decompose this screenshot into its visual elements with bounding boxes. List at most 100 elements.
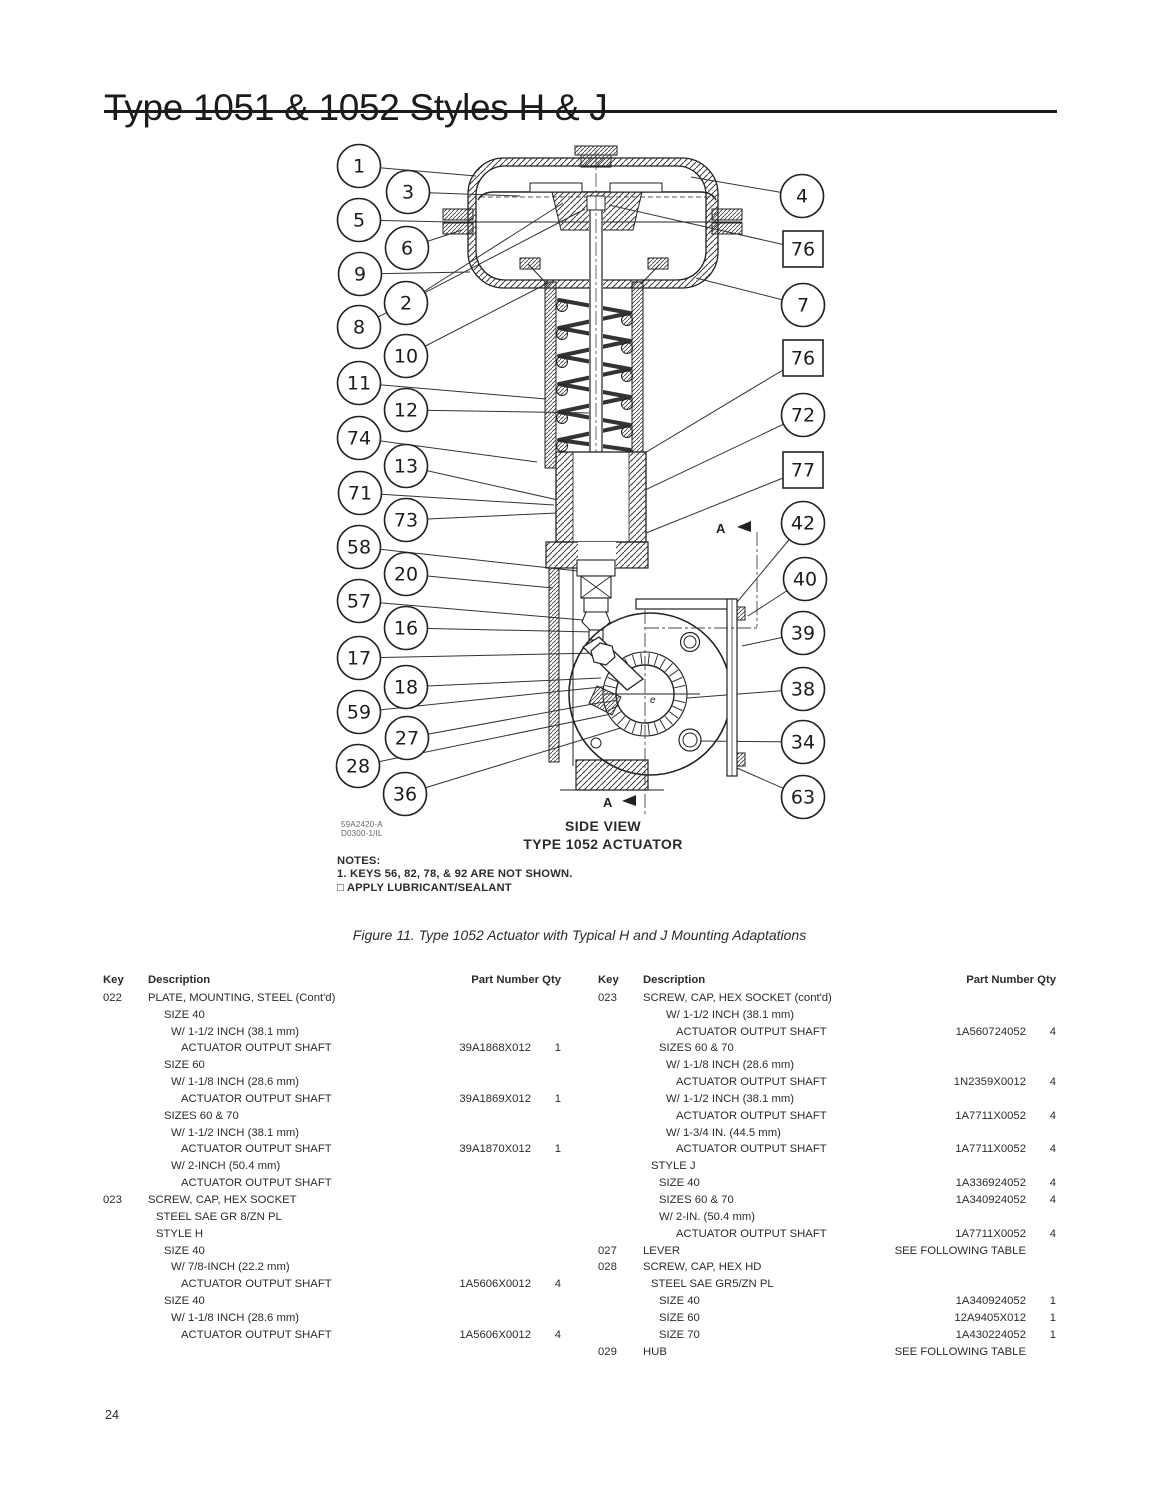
qty-cell: 4: [554, 1278, 561, 1291]
qty-cell: [1030, 1259, 1056, 1276]
callout-circle-2: [383, 280, 429, 326]
callout-circle-27: [384, 715, 430, 761]
callout-balloons: 1356928101112741371735820571617185927283…: [335, 143, 828, 820]
callout-number: 57: [347, 591, 371, 613]
key-cell: 022: [103, 991, 122, 1004]
description-cell: SIZE 40: [164, 1244, 205, 1257]
parts-row: SIZES 60 & 70: [103, 1108, 561, 1125]
part-number-cell: 1A7711X0052: [955, 1227, 1026, 1240]
description-cell: SIZES 60 & 70: [659, 1193, 734, 1206]
qty-cell: [535, 1108, 561, 1125]
key-cell: [103, 1276, 148, 1293]
callout-number: 36: [393, 784, 417, 806]
part-number-cell: [431, 1074, 535, 1091]
parts-row: STYLE J: [598, 1158, 1056, 1175]
leader-line: [405, 465, 559, 501]
qty-cell: 1: [554, 1092, 561, 1105]
figure-notes: NOTES: 1. KEYS 56, 82, 78, & 92 ARE NOT …: [337, 855, 573, 895]
callout-number: 28: [346, 756, 370, 778]
part-number-cell: 39A1868X012: [459, 1042, 531, 1055]
parts-row: W/ 1-1/8 INCH (28.6 mm): [103, 1310, 561, 1327]
key-cell: [598, 1108, 643, 1125]
qty-cell: 4: [1049, 1025, 1056, 1038]
description-cell: W/ 2-IN. (50.4 mm): [659, 1210, 756, 1223]
key-cell: [598, 1074, 643, 1091]
callout-number: 27: [395, 728, 419, 750]
callout-number: 39: [791, 623, 815, 645]
description-cell: W/ 1-3/4 IN. (44.5 mm): [666, 1126, 781, 1139]
parts-row: W/ 7/8-INCH (22.2 mm): [103, 1259, 561, 1276]
section-marker-bottom: A: [603, 795, 613, 810]
callout-circle-20: [383, 551, 429, 597]
description-cell: W/ 1-1/2 INCH (38.1 mm): [171, 1025, 300, 1038]
callout-circle-7: [780, 282, 826, 328]
part-number-cell: [431, 1024, 535, 1041]
figure-caption: Figure 11. Type 1052 Actuator with Typic…: [352, 927, 807, 943]
callout-number: 76: [791, 239, 815, 261]
qty-cell: [1030, 1125, 1056, 1142]
description-cell: W/ 1-1/8 INCH (28.6 mm): [666, 1059, 795, 1072]
parts-row: STEEL SAE GR 8/ZN PL: [103, 1209, 561, 1226]
description-cell: STEEL SAE GR5/ZN PL: [651, 1278, 774, 1291]
parts-table-header: Key Description Part Number Qty: [598, 972, 1056, 989]
key-cell: [598, 1007, 643, 1024]
part-number-cell: 1N2359X0012: [953, 1076, 1026, 1089]
leader-line: [358, 600, 584, 621]
callout-circle-8: [336, 304, 382, 350]
description-cell: ACTUATOR OUTPUT SHAFT: [676, 1143, 827, 1156]
callout-circle-57: [336, 578, 382, 624]
part-number-cell: [926, 1158, 1030, 1175]
key-cell: [103, 1074, 148, 1091]
callout-number: 12: [394, 400, 418, 422]
callout-number: 59: [347, 702, 371, 724]
description-cell: HUB: [643, 1345, 667, 1358]
part-number-cell: [431, 1192, 535, 1209]
part-number-cell: 1A560724052: [955, 1025, 1026, 1038]
leader-line: [405, 627, 595, 633]
header-description: Description: [148, 974, 211, 986]
key-cell: [598, 1057, 643, 1074]
key-cell: [598, 1310, 643, 1327]
key-cell: 027: [598, 1244, 617, 1257]
callout-number: 17: [347, 648, 371, 670]
callout-circle-12: [383, 387, 429, 433]
key-cell: [598, 1276, 643, 1293]
leader-line: [623, 414, 804, 501]
part-number-cell: 1A430224052: [955, 1328, 1026, 1341]
qty-cell: [1030, 1243, 1056, 1260]
key-cell: [103, 1209, 148, 1226]
part-number-cell: 1A7711X0052: [955, 1109, 1026, 1122]
callout-number: 77: [791, 460, 815, 482]
description-cell: STYLE J: [651, 1160, 696, 1173]
qty-cell: 1: [554, 1042, 561, 1055]
callout-number: 20: [394, 564, 418, 586]
key-cell: [598, 1024, 643, 1041]
description-cell: ACTUATOR OUTPUT SHAFT: [676, 1109, 827, 1122]
part-number-cell: SEE FOLLOWING TABLE: [894, 1345, 1026, 1358]
qty-cell: [535, 1007, 561, 1024]
key-cell: [103, 1024, 148, 1041]
qty-cell: 4: [1049, 1227, 1056, 1240]
description-cell: ACTUATOR OUTPUT SHAFT: [181, 1278, 332, 1291]
qty-cell: [535, 1175, 561, 1192]
callout-circle-63: [780, 774, 826, 820]
key-cell: 028: [598, 1261, 617, 1274]
leader-line: [358, 652, 598, 659]
qty-cell: 1: [554, 1143, 561, 1156]
qty-cell: 1: [1049, 1295, 1056, 1308]
part-number-cell: [431, 1057, 535, 1074]
page-title: Type 1051 & 1052 Styles H & J: [104, 86, 608, 128]
parts-row: SIZE 40: [103, 1293, 561, 1310]
key-cell: [598, 1327, 643, 1344]
part-number-cell: [926, 1007, 1030, 1024]
callout-circle-28: [335, 743, 381, 789]
callout-number: 2: [400, 293, 412, 315]
key-cell: 023: [103, 1193, 122, 1206]
